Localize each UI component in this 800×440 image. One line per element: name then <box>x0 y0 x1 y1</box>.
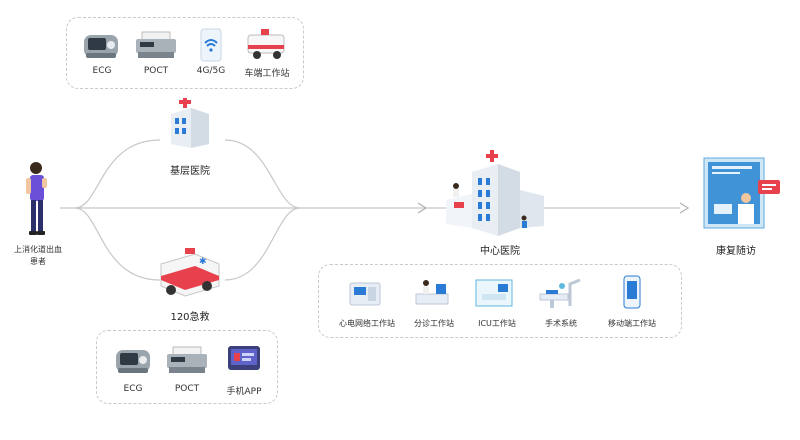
arrow-head-right <box>679 202 690 214</box>
primary-hospital-label: 基层医院 <box>170 166 210 177</box>
top-devices-box <box>66 17 304 89</box>
branch-up-right <box>224 139 301 209</box>
ambulance-icon: ✱ <box>160 248 220 297</box>
top-device-label-ecg: ECG <box>92 66 112 76</box>
top-device-label-poct: POCT <box>143 66 169 76</box>
bottom-devices-box <box>96 330 278 404</box>
ecg-device-icon <box>84 35 118 58</box>
central-hospital-icon <box>446 150 544 236</box>
station-label-triage: 分诊工作站 <box>414 319 454 328</box>
svg-text:✱: ✱ <box>199 257 207 267</box>
top-device-label-4g5g: 4G/5G <box>196 66 226 76</box>
central-stations-box <box>318 264 682 338</box>
station-label-ecg-network: 心电网络工作站 <box>339 319 395 328</box>
mobile-station-icon <box>623 275 641 309</box>
patient-label-line2: 患者 <box>30 257 46 266</box>
bottom-device-label-app: 手机APP <box>226 387 262 397</box>
primary-hospital-icon <box>171 98 209 148</box>
central-hospital-label: 中心医院 <box>480 246 520 257</box>
rehab-followup-icon <box>703 157 780 229</box>
branch-down-right <box>224 207 301 281</box>
surgery-system-icon <box>539 278 581 308</box>
branch-up-left <box>74 139 161 209</box>
branch-down-left <box>74 207 161 281</box>
rehab-label: 康复随访 <box>716 246 756 257</box>
mobile-app-icon <box>228 346 260 370</box>
patient-icon <box>26 162 47 235</box>
poct-device-icon <box>136 31 176 58</box>
signal-4g5g-icon <box>200 28 222 62</box>
patient-label-line1: 上消化道出血 <box>14 245 62 254</box>
vehicle-workstation-icon <box>247 29 285 59</box>
ecg-device-icon-bottom <box>116 350 150 373</box>
bottom-device-label-ecg: ECG <box>123 384 143 394</box>
station-label-icu: ICU工作站 <box>478 319 516 328</box>
icu-station-icon <box>475 279 513 307</box>
triage-station-icon <box>415 280 449 305</box>
ecg-network-station-icon <box>349 282 381 306</box>
top-device-label-vehicle: 车端工作站 <box>244 69 290 79</box>
poct-device-icon-bottom <box>167 346 207 373</box>
ambulance-label: 120急救 <box>170 312 210 323</box>
arrow-head-center <box>417 202 428 214</box>
bottom-device-label-poct: POCT <box>174 384 200 394</box>
station-label-mobile: 移动端工作站 <box>608 319 656 328</box>
station-label-surgery: 手术系统 <box>545 319 577 328</box>
